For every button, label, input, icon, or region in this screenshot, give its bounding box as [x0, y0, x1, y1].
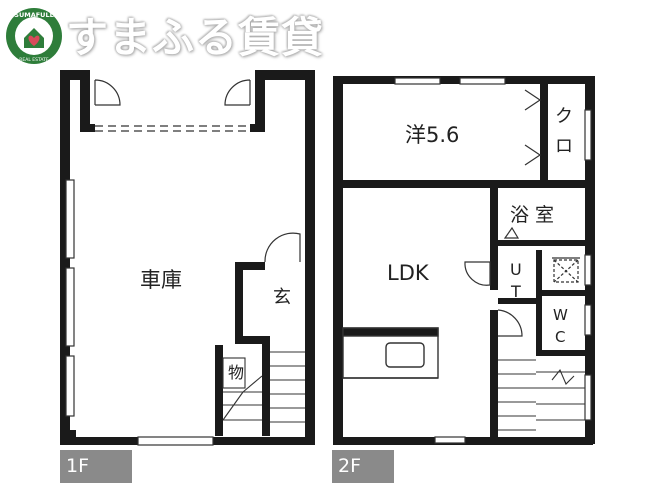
room-wc-label-1: W — [553, 306, 568, 324]
brand-logo-subtext: REAL ESTATE — [19, 57, 49, 63]
room-entrance-label: 玄 — [273, 287, 291, 308]
doors-1f — [94, 79, 301, 263]
room-bath-label-2: 室 — [535, 204, 554, 226]
room-wc-label-2: C — [555, 328, 565, 346]
room-bath-label-1: 浴 — [510, 204, 529, 226]
room-ut-label-1: U — [510, 260, 522, 279]
windows-1f — [65, 179, 214, 446]
floor-1f: 車庫 玄 物 — [60, 70, 315, 446]
room-garage-label: 車庫 — [140, 268, 182, 292]
brand-logo-text: SUMAFULL — [14, 11, 53, 19]
room-storage-label: 物 — [228, 363, 244, 382]
room-ut-label-2: T — [510, 282, 521, 301]
floor-tag-1f: 1F — [60, 450, 132, 483]
kitchen-counter — [342, 327, 439, 379]
brand-header: SUMAFULL REAL ESTATE すまふる賃貸 — [0, 0, 340, 70]
room-closet-label-1: ク — [555, 106, 573, 127]
floor-tag-2f: 2F — [332, 450, 394, 483]
room-closet-label-2: ロ — [555, 136, 573, 157]
brand-logo-icon: SUMAFULL REAL ESTATE — [6, 8, 62, 64]
floor-2f: 洋5.6 ク ロ 浴 室 LDK U T W C — [333, 76, 595, 445]
windows-2f — [394, 77, 592, 444]
room-ldk-label: LDK — [387, 261, 430, 285]
stairs-1f — [222, 351, 305, 423]
doors-2f — [464, 89, 580, 337]
stairs-2f — [498, 359, 585, 431]
brand-name: すまふる賃貸 — [66, 13, 325, 62]
room-western-label: 洋5.6 — [405, 123, 459, 147]
